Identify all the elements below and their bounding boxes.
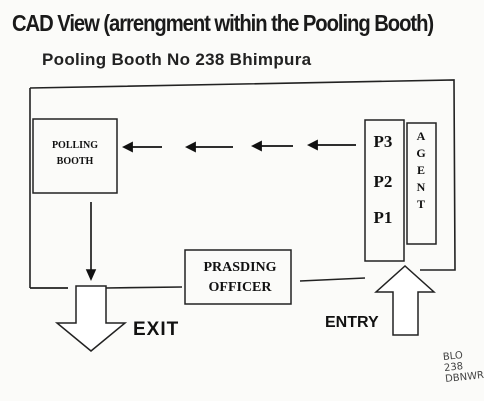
- handwritten-note: BLO 238 DBNWR: [442, 348, 484, 385]
- queue-to-booth-arrows: [121, 139, 356, 153]
- queue-position-p1: P1: [373, 208, 393, 227]
- queue-position-p2: P2: [373, 172, 393, 191]
- agent-letter: N: [416, 180, 426, 194]
- presiding-officer-box: [184, 249, 292, 305]
- voter-queue-box: [364, 119, 405, 262]
- agent-letter: A: [416, 129, 426, 143]
- room-outline: [29, 79, 456, 289]
- page-title: CAD View (arrengment within the Pooling …: [12, 10, 434, 36]
- entry-label: ENTRY: [325, 314, 379, 331]
- agent-box: [406, 122, 437, 245]
- queue-position-p3: P3: [373, 132, 393, 151]
- booth-to-exit-arrow: [85, 202, 97, 281]
- exit-arrow-icon: [54, 285, 128, 352]
- exit-label: EXIT: [133, 319, 180, 340]
- agent-letter: G: [416, 146, 426, 160]
- polling-booth-box: [32, 118, 118, 194]
- entry-arrow-icon: [374, 264, 436, 336]
- page-subtitle: Pooling Booth No 238 Bhimpura: [42, 50, 312, 69]
- agent-letter: E: [416, 163, 425, 177]
- agent-label: A G E N T: [410, 128, 432, 213]
- presiding-officer-label: PRASDING OFFICER: [203, 260, 277, 295]
- agent-letter: T: [416, 197, 425, 211]
- polling-booth-label: POLLING BOOTH: [51, 140, 99, 167]
